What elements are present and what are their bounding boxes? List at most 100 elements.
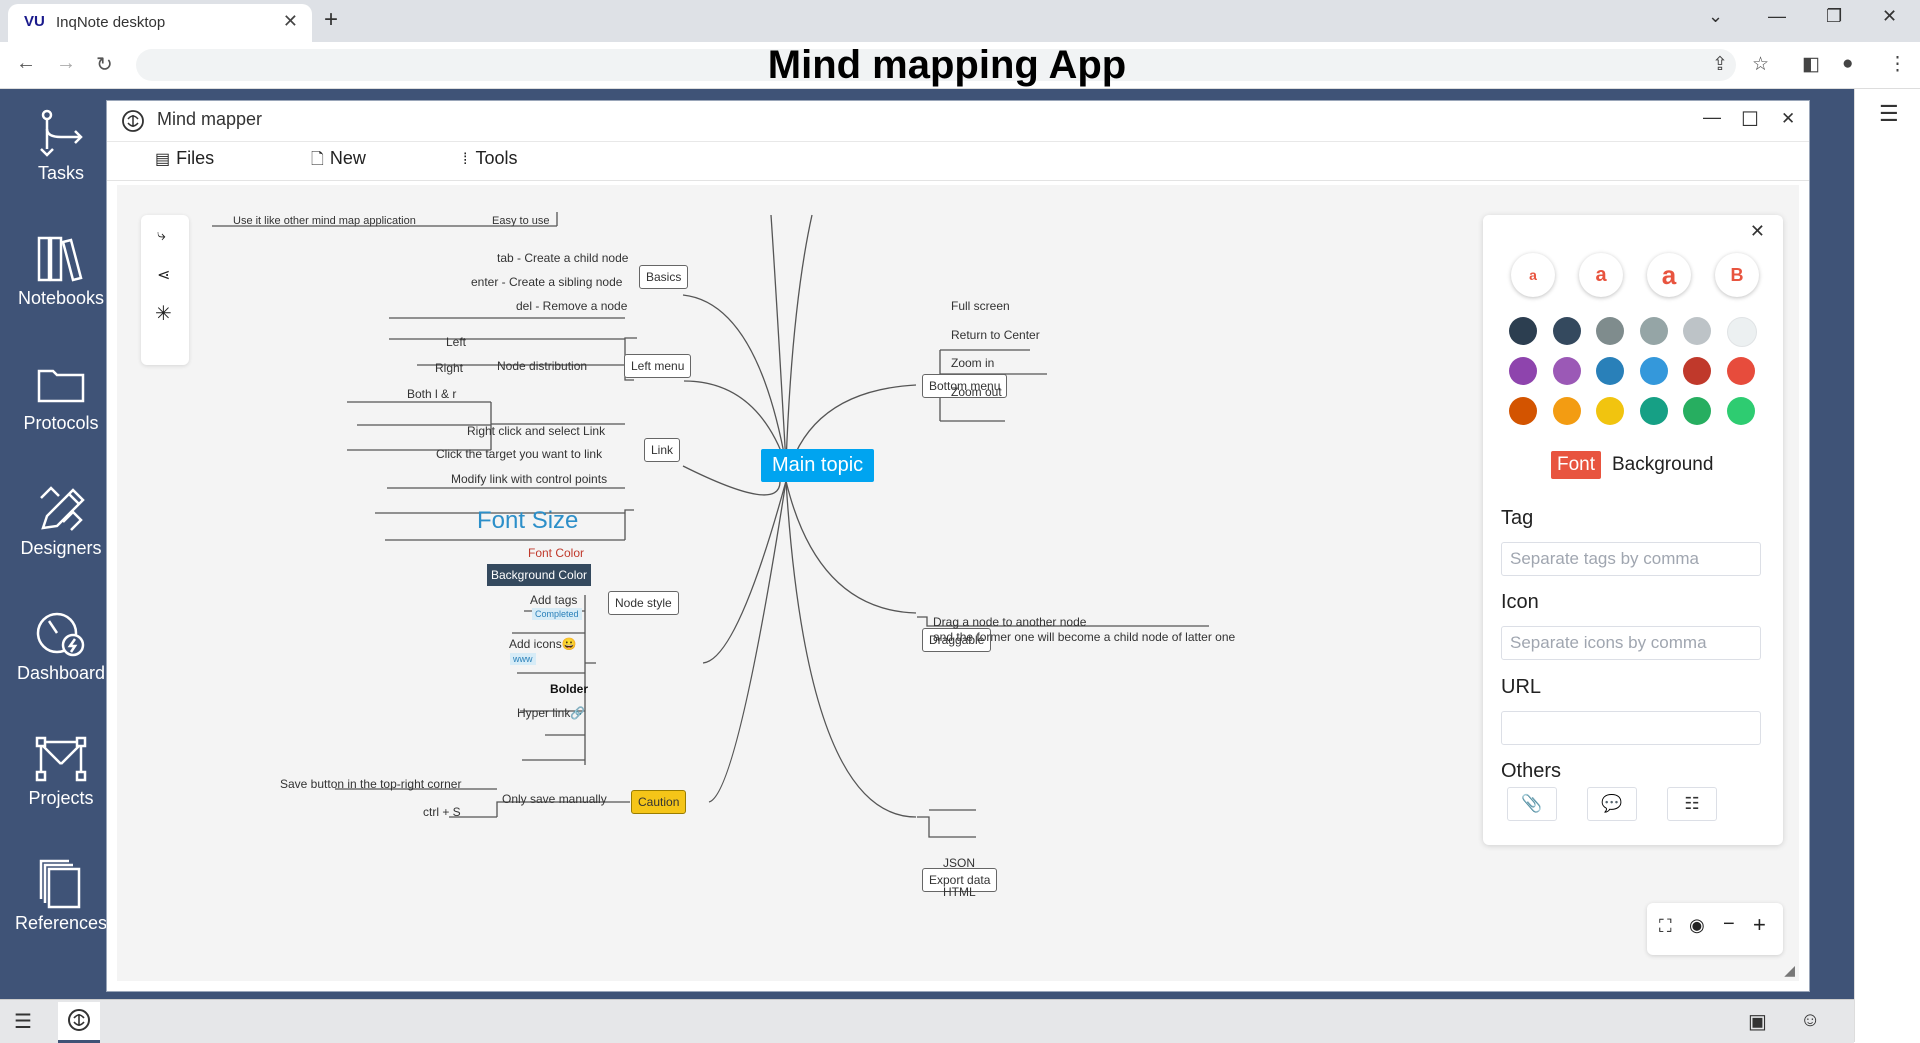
font-size-medium-button[interactable]: a [1579, 253, 1623, 297]
reload-icon[interactable]: ↻ [96, 54, 113, 76]
color-swatch[interactable] [1596, 317, 1625, 345]
side-panel-icon[interactable]: ◧ [1802, 54, 1820, 75]
bottom-menu-node[interactable]: Bottom menu [922, 374, 1008, 398]
font-color-tab[interactable]: Font [1551, 451, 1602, 479]
zoom-out-icon[interactable]: − [1723, 913, 1735, 935]
mindmap-canvas[interactable]: ⤷ ⋖ ✳ Main topic Use it like other mind … [117, 185, 1799, 981]
basics-node[interactable]: Basics [639, 265, 689, 289]
draggable-line2[interactable]: and the former one will become a child n… [933, 630, 1236, 644]
bookmark-star-icon[interactable]: ☆ [1752, 54, 1770, 75]
sidebar-item-protocols[interactable]: Protocols [0, 359, 122, 434]
menu-tools[interactable]: ⁞Tools [463, 148, 517, 169]
sidebar-item-projects[interactable]: Projects [0, 734, 122, 809]
color-swatch[interactable] [1727, 317, 1757, 347]
color-swatch[interactable] [1683, 357, 1712, 385]
bottom-menu-item[interactable]: Return to Center [951, 328, 1040, 342]
top-leaf-node[interactable]: Easy to use [492, 215, 550, 227]
draggable-line1[interactable]: Drag a node to another node [933, 615, 1087, 629]
basics-item[interactable]: enter - Create a sibling node [471, 275, 623, 289]
only-save-manually-node[interactable]: Only save manually [502, 792, 607, 806]
color-swatch[interactable] [1683, 317, 1712, 345]
attachment-button[interactable]: 📎 [1507, 787, 1557, 821]
bolder-node[interactable]: Bolder [550, 682, 589, 696]
export-data-item[interactable]: JSON [943, 856, 976, 870]
color-swatch[interactable] [1639, 317, 1668, 345]
bold-button[interactable]: B [1715, 253, 1759, 297]
background-color-tab[interactable]: Background [1612, 454, 1714, 475]
caution-item[interactable]: ctrl + S [423, 805, 461, 819]
color-swatch[interactable] [1727, 357, 1755, 385]
add-tags-node[interactable]: Add tags [530, 593, 578, 607]
both-sides-layout-icon[interactable]: ✳ [155, 303, 172, 325]
sidebar-item-references[interactable]: References [0, 859, 122, 934]
icon-input[interactable]: Separate icons by comma [1501, 626, 1761, 660]
color-swatch[interactable] [1552, 397, 1581, 425]
top-leaf-node[interactable]: Use it like other mind map application [233, 215, 416, 227]
background-color-node[interactable]: Background Color [487, 564, 592, 586]
close-browser-icon[interactable]: ✕ [1882, 6, 1898, 26]
font-size-large-button[interactable]: a [1647, 253, 1691, 297]
color-swatch[interactable] [1552, 317, 1581, 345]
zoom-in-icon[interactable]: + [1753, 912, 1766, 937]
close-tab-icon[interactable]: ✕ [282, 11, 298, 31]
minimize-window-icon[interactable]: — [1703, 107, 1721, 127]
hyper-link-node[interactable]: Hyper link🔗 [517, 706, 585, 720]
export-data-node[interactable]: Export data [922, 868, 998, 892]
basics-item[interactable]: del - Remove a node [516, 299, 628, 313]
sidebar-item-notebooks[interactable]: Notebooks [0, 234, 122, 309]
left-menu-item[interactable]: Left [446, 335, 467, 349]
bottom-menu-item[interactable]: Full screen [951, 299, 1010, 313]
browser-menu-icon[interactable]: ⋮ [1888, 54, 1907, 75]
url-input[interactable] [1501, 711, 1761, 745]
tab-search-chevron-icon[interactable]: ⌄ [1708, 6, 1724, 26]
taskbar-mindmapper-button[interactable] [58, 1002, 100, 1043]
minimize-browser-icon[interactable]: — [1768, 6, 1786, 26]
taskbar-menu-icon[interactable]: ☰ [14, 1011, 32, 1033]
checklist-button[interactable]: ☷ [1667, 787, 1717, 821]
node-distribution-item[interactable]: Node distribution [497, 359, 588, 373]
sidebar-item-tasks[interactable]: Tasks [0, 109, 122, 184]
color-swatch[interactable] [1552, 357, 1581, 385]
font-size-node[interactable]: Font Size [477, 507, 579, 534]
color-swatch[interactable] [1509, 317, 1537, 345]
left-menu-item[interactable]: Both l & r [407, 387, 457, 401]
resize-handle-icon[interactable]: ◢ [1784, 962, 1795, 978]
caution-item[interactable]: Save button in the top-right corner [280, 777, 462, 791]
side-layout-icon[interactable]: ⋖ [157, 267, 171, 284]
full-screen-icon[interactable]: ⛶ [1659, 916, 1672, 936]
menu-files[interactable]: ▤Files [155, 148, 214, 169]
right-layout-icon[interactable]: ⤷ [157, 227, 166, 244]
tag-input[interactable]: Separate tags by comma [1501, 542, 1761, 576]
comment-button[interactable]: 💬 [1587, 787, 1637, 821]
bottom-menu-item[interactable]: Zoom in [951, 356, 995, 370]
link-item[interactable]: Click the target you want to link [436, 447, 603, 461]
sidebar-item-designers[interactable]: Designers [0, 484, 122, 559]
right-menu-icon[interactable]: ☰ [1879, 101, 1899, 126]
link-node[interactable]: Link [644, 438, 681, 462]
color-swatch[interactable] [1727, 397, 1755, 425]
node-style-node[interactable]: Node style [608, 591, 679, 615]
color-swatch[interactable] [1509, 397, 1537, 425]
new-tab-icon[interactable]: + [324, 6, 339, 33]
bottom-menu-item[interactable]: Zoom out [951, 385, 1002, 399]
link-item[interactable]: Modify link with control points [451, 472, 608, 486]
forward-icon[interactable]: → [56, 52, 76, 74]
font-color-node[interactable]: Font Color [528, 546, 585, 560]
basics-item[interactable]: tab - Create a child node [497, 251, 629, 265]
restore-browser-icon[interactable]: ❐ [1826, 6, 1843, 26]
user-icon[interactable]: ☺ [1800, 1009, 1821, 1031]
share-icon[interactable]: ⇪ [1712, 54, 1728, 75]
browser-tab[interactable]: VU InqNote desktop ✕ [8, 4, 312, 42]
close-panel-icon[interactable]: ✕ [1749, 221, 1765, 241]
font-size-small-button[interactable]: a [1511, 253, 1555, 297]
caution-node[interactable]: Caution [631, 790, 687, 814]
color-swatch[interactable] [1683, 397, 1712, 425]
briefcase-icon[interactable]: ▣ [1748, 1011, 1767, 1033]
color-swatch[interactable] [1639, 357, 1668, 385]
color-swatch[interactable] [1596, 357, 1625, 385]
add-icons-node[interactable]: Add icons😀 [509, 637, 577, 651]
menu-new[interactable]: 🗋New [311, 148, 366, 175]
address-bar[interactable] [136, 49, 1736, 81]
link-item[interactable]: Right click and select Link [467, 424, 606, 438]
back-icon[interactable]: ← [16, 52, 36, 74]
